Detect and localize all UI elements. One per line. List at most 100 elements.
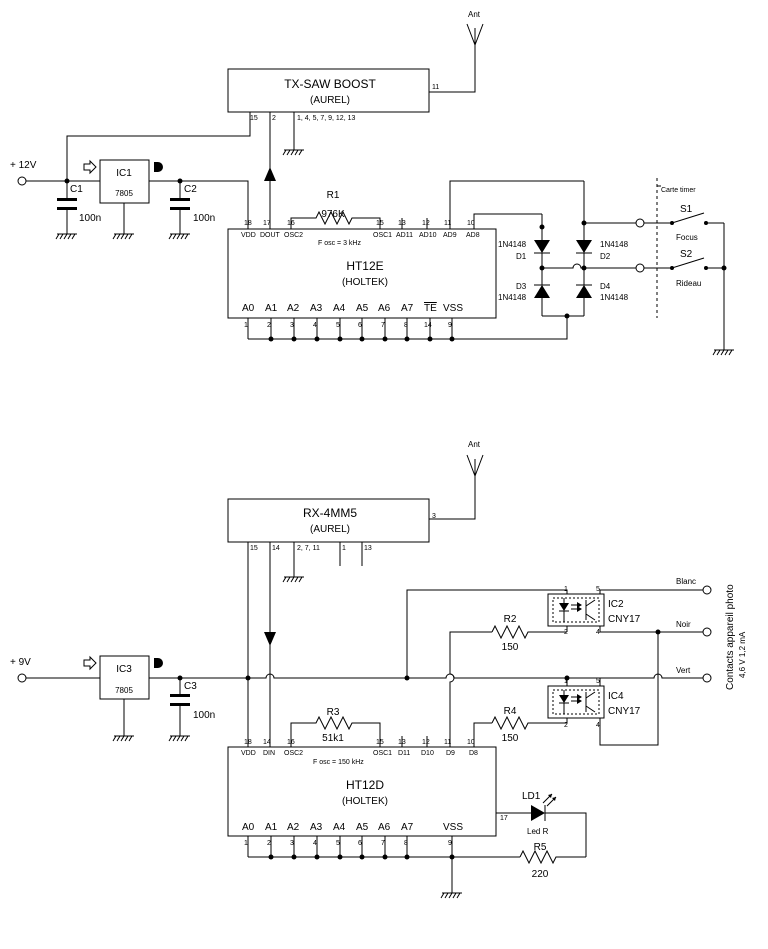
ic2-value: CNY17 [608,614,641,625]
svg-text:10: 10 [467,220,475,227]
rx-antenna-label: Ant [468,440,481,449]
svg-text:TE: TE [424,303,437,314]
rx-pins-gnd: 2, 7, 11 [297,545,320,552]
ic3-ref: IC3 [116,664,132,675]
ic1-value: 7805 [115,189,133,198]
rx-module-box [227,498,430,543]
tx-pin-out: 11 [432,84,439,91]
svg-text:A5: A5 [356,822,369,833]
carte-timer-label: Carte timer [661,187,696,194]
ground-icon [282,149,304,156]
svg-text:A3: A3 [310,822,323,833]
svg-text:AD9: AD9 [443,232,457,239]
svg-text:2: 2 [267,322,271,329]
ld1-ref: LD1 [522,791,541,802]
capacitor-c3: C3 100n [170,678,215,736]
r5-value: 220 [532,869,549,880]
svg-text:7: 7 [381,322,385,329]
switch-s1: S1 Focus [644,204,724,242]
ground-icon [168,735,190,742]
svg-text:9: 9 [448,840,452,847]
resistor-r4: R4 150 [491,706,567,744]
rx-antenna: Ant [429,440,484,520]
svg-text:VDD: VDD [241,232,256,239]
s2-label: Rideau [676,279,701,288]
svg-text:VSS: VSS [443,822,463,833]
svg-text:17: 17 [263,220,271,227]
svg-text:3: 3 [290,322,294,329]
regulator-ic1: IC1 7805 [83,159,249,234]
svg-text:OSC1: OSC1 [373,232,392,239]
s1-label: Focus [676,233,698,242]
r4-value: 150 [502,733,519,744]
svg-text:AD8: AD8 [466,232,480,239]
ground-icon [168,233,190,240]
rx-module-name: RX-4MM5 [303,506,357,520]
ht12d-name: HT12D [346,778,384,792]
svg-text:D10: D10 [421,750,434,757]
d1-value: 1N4148 [498,240,527,249]
tx-pin-din: 2 [272,115,276,122]
tx-antenna-label: Ant [468,10,481,19]
ld1-value: Led R [527,827,549,836]
svg-text:7: 7 [381,840,385,847]
label-noir: Noir [676,620,691,629]
svg-text:5: 5 [596,678,600,685]
r1-ref: R1 [327,190,340,201]
c1-ref: C1 [70,184,83,195]
led-ld1: LD1 Led R [522,791,587,857]
signal-arrow-icon [264,167,276,181]
d3-value: 1N4148 [498,293,527,302]
svg-text:6: 6 [358,840,362,847]
svg-text:A4: A4 [333,822,346,833]
svg-text:A1: A1 [265,822,278,833]
diode-d4: D4 1N4148 [576,268,629,316]
ground-icon [112,735,134,742]
optocoupler-ic4: 1 5 2 4 IC4 CNY17 [547,678,641,729]
svg-text:6: 6 [358,322,362,329]
d4-ref: D4 [600,282,611,291]
svg-text:2: 2 [564,722,568,729]
r4-ref: R4 [504,706,517,717]
ic4-ref: IC4 [608,691,624,702]
svg-text:4: 4 [596,629,600,636]
svg-text:A2: A2 [287,303,300,314]
rx-pin-out: 3 [432,513,436,520]
c3-value: 100n [193,710,215,721]
svg-text:8: 8 [404,322,408,329]
ht12d-bottom-pins: A0 A1 A2 A3 A4 A5 A6 A7 VSS 1 2 3 4 5 6 … [242,822,463,847]
c3-ref: C3 [184,681,197,692]
r3-value: 51k1 [322,733,344,744]
rx-supply-terminal [17,673,27,683]
ground-icon [440,892,462,899]
heatsink-icon [154,162,163,172]
svg-text:4: 4 [313,840,317,847]
d1-ref: D1 [516,252,527,261]
ht12d-bus-dots [268,854,455,860]
resistor-r1: R1 976K [290,190,381,229]
ht12e-box [227,228,497,319]
r2-ref: R2 [504,614,517,625]
diode-d3: D3 1N4148 [498,268,550,316]
svg-text:9: 9 [448,322,452,329]
svg-text:A6: A6 [378,822,391,833]
s1-ref: S1 [680,204,693,215]
svg-text:A1: A1 [265,303,278,314]
tx-pin-vdd: 15 [250,115,258,122]
svg-text:DOUT: DOUT [260,232,281,239]
svg-text:11: 11 [444,220,451,227]
svg-text:VDD: VDD [241,750,256,757]
label-vert: Vert [676,666,691,675]
ic3-value: 7805 [115,686,133,695]
svg-text:1: 1 [244,322,248,329]
svg-text:2: 2 [564,629,568,636]
c2-value: 100n [193,213,215,224]
ht12e-bus-dots [268,313,570,342]
rx-pin-dout: 14 [272,545,280,552]
terminal-vert [702,673,712,683]
d3-ref: D3 [516,282,527,291]
svg-text:A6: A6 [378,303,391,314]
ic1-ref: IC1 [116,168,132,179]
svg-text:D8: D8 [469,750,478,757]
d2-ref: D2 [600,252,611,261]
